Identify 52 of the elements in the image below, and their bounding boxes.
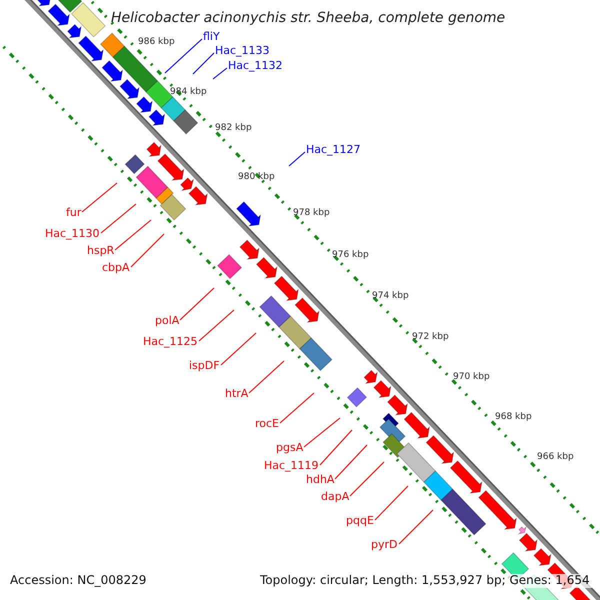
gene-label: fur <box>66 206 82 220</box>
gene-label: polA <box>155 314 180 328</box>
gene-label: ispDF <box>189 360 220 372</box>
leader-line <box>180 288 214 320</box>
gene-label: rocE <box>255 418 280 430</box>
gene-label: Hac_1119 <box>264 460 319 472</box>
position-label: 980 kbp <box>238 172 275 182</box>
position-label: 982 kbp <box>215 123 252 134</box>
leader-line <box>82 182 118 212</box>
leader-line <box>164 38 202 74</box>
gene-label: cbpA <box>102 262 130 274</box>
gene-label: Hac_1125 <box>143 336 198 348</box>
gene-label: Hac_1127 <box>306 144 361 156</box>
leader-line <box>320 430 352 466</box>
position-label: 968 kbp <box>495 412 532 422</box>
leader-line <box>198 310 234 342</box>
title: Helicobacter acinonychis str. Sheeba, complete genome <box>111 10 506 26</box>
leader-line <box>248 360 284 394</box>
gene-label: htrA <box>225 388 248 400</box>
position-label: 972 kbp <box>412 332 449 342</box>
gene-label: hspR <box>87 244 114 258</box>
position-label: 978 kbp <box>293 208 330 218</box>
position-label: 976 kbp <box>332 250 369 260</box>
leader-line <box>334 444 368 480</box>
leader-line <box>374 486 408 520</box>
gene-label: fliY <box>203 30 220 44</box>
position-label: 966 kbp <box>537 452 574 462</box>
position-label: 974 kbp <box>372 291 409 302</box>
leader-line <box>280 392 314 424</box>
leader-line <box>100 204 136 234</box>
position-label: 970 kbp <box>453 372 490 382</box>
gene-label: dapA <box>321 490 350 504</box>
leader-line <box>220 332 256 366</box>
position-label: 984 kbp <box>170 87 207 98</box>
gene-label: pyrD <box>371 538 398 552</box>
leader-line <box>212 68 228 80</box>
gene-label: Hac_1133 <box>215 44 270 58</box>
leader-line <box>350 462 384 496</box>
leader-line <box>114 220 152 250</box>
leader-line <box>288 152 306 166</box>
gene-label: hdhA <box>306 474 334 486</box>
gene-label: pgsA <box>276 442 304 454</box>
leader-line <box>398 510 434 544</box>
leader-line <box>130 234 164 268</box>
genome-summary-label: Topology: circular; Length: 1,553,927 bp; Genes: 1,654 <box>258 574 592 588</box>
leader-line <box>192 52 214 74</box>
position-label: 986 kbp <box>138 37 175 48</box>
leader-line <box>304 418 340 448</box>
gene-label: pqqE <box>346 514 374 528</box>
gene-label: Hac_1132 <box>228 60 283 72</box>
gene-label: Hac_1130 <box>45 228 100 240</box>
accession-label: Accession: NC_008229 <box>8 574 148 588</box>
